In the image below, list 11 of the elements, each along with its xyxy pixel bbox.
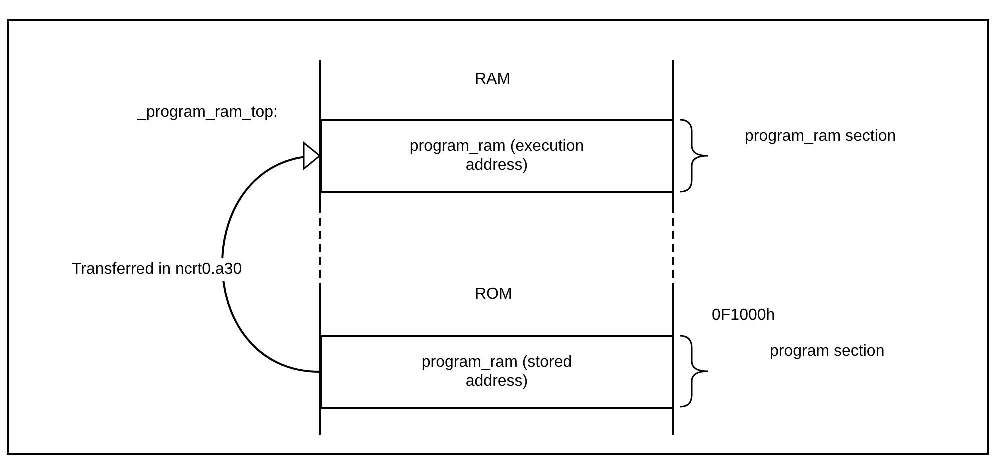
section-label: program section: [770, 342, 885, 361]
symbol-label: _program_ram_top:: [137, 103, 278, 122]
section-label: program_ram section: [745, 127, 896, 146]
block-label: program_ram (execution address): [408, 137, 586, 175]
memory-block: [320, 335, 674, 409]
edge-label: Transferred in ncrt0.a30: [72, 258, 242, 281]
block-label: program_ram (stored address): [420, 353, 574, 391]
memory-block: [320, 119, 674, 193]
address-label: 0F1000h: [712, 306, 776, 325]
region-label: ROM: [475, 285, 512, 304]
region-label: RAM: [475, 70, 511, 89]
